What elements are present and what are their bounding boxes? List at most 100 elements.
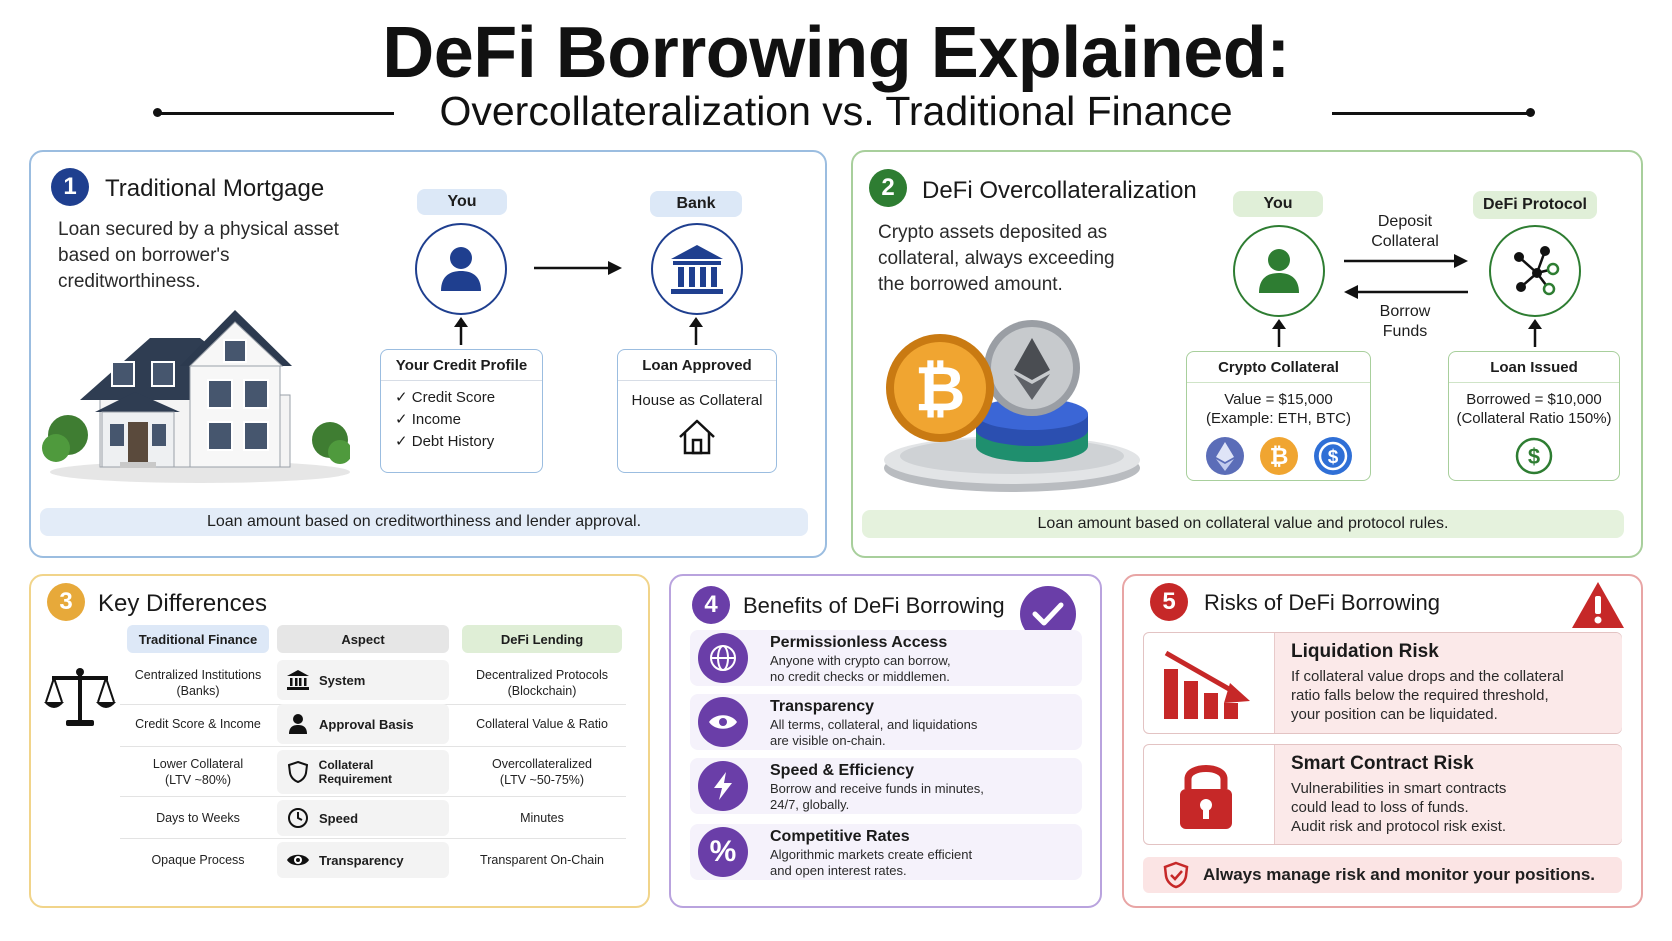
- risk-banner-text: Always manage risk and monitor your posi…: [1203, 865, 1596, 884]
- defi-protocol-node: [1489, 225, 1581, 317]
- risk-title: Smart Contract Risk: [1291, 753, 1474, 774]
- credit-item: ✓ Debt History: [395, 433, 495, 450]
- padlock-icon: [1180, 765, 1232, 829]
- section-number-4: 4: [692, 586, 730, 624]
- risks-title: Risks of DeFi Borrowing: [1204, 590, 1440, 615]
- arrow-up-icon: [454, 317, 468, 345]
- key-differences-title: Key Differences: [98, 590, 267, 617]
- crypto-coins-illustration: ₿: [884, 320, 1140, 492]
- bank-icon: [671, 245, 723, 294]
- arrow-right-icon: [1344, 254, 1468, 268]
- crypto-collateral-box: Crypto Collateral Value = $15,000 (Examp…: [1186, 351, 1371, 481]
- warning-icon: [1572, 582, 1624, 628]
- risk-text: If collateral value drops and the collat…: [1291, 668, 1564, 723]
- traditional-you-label: You: [417, 189, 507, 215]
- svg-text:$: $: [1528, 444, 1540, 469]
- defi-description: Crypto assets deposited as collateral, a…: [878, 222, 1115, 295]
- table-cell-defi: Transparent On-Chain: [480, 853, 604, 867]
- shield-check-icon: [1163, 861, 1189, 889]
- benefit-item: Transparency All terms, collateral, and …: [690, 694, 1082, 750]
- table-row-aspect: System: [277, 660, 449, 700]
- house-icon: [679, 419, 715, 455]
- defi-you-node: [1233, 225, 1325, 317]
- collateral-ratio-line: (Collateral Ratio 150%): [1456, 410, 1612, 427]
- benefit-title: Permissionless Access: [770, 634, 948, 651]
- benefit-title: Competitive Rates: [770, 828, 910, 845]
- table-header-traditional: Traditional Finance: [127, 625, 269, 653]
- credit-item: ✓ Income: [395, 411, 461, 428]
- benefit-item: % Competitive Rates Algorithmic markets …: [690, 824, 1082, 880]
- usd-coin-icon: $: [1313, 437, 1352, 475]
- benefit-title: Speed & Efficiency: [770, 762, 915, 779]
- person-icon: [1259, 249, 1299, 293]
- arrow-right-icon: [534, 261, 622, 275]
- person-icon: [441, 247, 481, 291]
- bank-label: Bank: [650, 191, 742, 217]
- row-divider: [120, 838, 626, 839]
- table-row-aspect: Speed: [277, 800, 449, 836]
- shield-icon: [287, 761, 308, 783]
- defi-overcollateralization-title: DeFi Overcollateralization: [922, 177, 1197, 204]
- borrow-funds-label: Borrow Funds: [1379, 303, 1431, 340]
- section-number-5: 5: [1150, 583, 1188, 621]
- left-rule-dot: [153, 108, 162, 117]
- bitcoin-icon: ₿: [1259, 437, 1298, 475]
- table-cell-traditional: Opaque Process: [151, 853, 245, 867]
- traditional-description: Loan secured by a physical asset based o…: [58, 219, 339, 292]
- borrowed-amount-line: Borrowed = $10,000: [1466, 391, 1602, 408]
- benefit-text: Borrow and receive funds in minutes,24/7…: [770, 781, 984, 812]
- globe-icon: [698, 633, 748, 683]
- eye-icon: [287, 854, 309, 866]
- table-cell-traditional: Lower Collateral(LTV ~80%): [152, 757, 244, 787]
- right-rule-dot: [1526, 108, 1535, 117]
- loan-issued-box: Loan Issued Borrowed = $10,000 (Collater…: [1448, 351, 1620, 481]
- table-cell-defi: Overcollateralized(LTV ~50-75%): [491, 757, 593, 787]
- row-divider: [120, 796, 626, 797]
- percent-icon: %: [698, 827, 748, 877]
- eye-icon: [698, 697, 748, 747]
- page-subtitle: Overcollateralization vs. Traditional Fi…: [439, 88, 1233, 134]
- section-number-2: 2: [869, 169, 907, 207]
- loan-issued-title: Loan Issued: [1449, 352, 1619, 383]
- benefit-item: Speed & Efficiency Borrow and receive fu…: [690, 758, 1082, 814]
- table-header-aspect: Aspect: [277, 625, 449, 653]
- ethereum-icon: [1205, 437, 1244, 475]
- table-cell-traditional: Centralized Institutions(Banks): [134, 668, 262, 698]
- crypto-collateral-title: Crypto Collateral: [1187, 352, 1370, 383]
- traditional-you-node: [415, 223, 507, 315]
- deposit-collateral-label: Deposit Collateral: [1371, 213, 1439, 250]
- collateral-value-line: Value = $15,000: [1224, 391, 1333, 408]
- credit-profile-box: Your Credit Profile ✓ Credit Score ✓ Inc…: [380, 349, 543, 473]
- traditional-banner: Loan amount based on creditworthiness an…: [40, 508, 808, 536]
- loan-approved-box: Loan Approved House as Collateral: [617, 349, 777, 473]
- benefit-item: Permissionless Access Anyone with crypto…: [690, 630, 1082, 686]
- lightning-icon: [698, 761, 748, 811]
- svg-text:₿: ₿: [1269, 443, 1288, 469]
- svg-text:$: $: [1327, 447, 1338, 468]
- bank-icon: [287, 670, 309, 690]
- risks-panel: [1122, 574, 1643, 908]
- table-cell-defi: Collateral Value & Ratio: [476, 717, 608, 731]
- left-rule: [158, 112, 394, 115]
- arrow-up-icon: [1272, 319, 1286, 347]
- risk-item: Liquidation Risk If collateral value dro…: [1143, 632, 1622, 734]
- scales-icon: [44, 668, 116, 726]
- section-number-1: 1: [51, 168, 89, 206]
- benefit-title: Transparency: [770, 698, 875, 715]
- right-rule: [1332, 112, 1530, 115]
- collateral-example-line: (Example: ETH, BTC): [1205, 410, 1352, 427]
- arrow-left-icon: [1344, 285, 1468, 299]
- defi-you-label: You: [1233, 191, 1323, 217]
- credit-profile-title: Your Credit Profile: [381, 350, 542, 381]
- falling-chart-icon: [1164, 650, 1250, 719]
- risk-title: Liquidation Risk: [1291, 641, 1439, 662]
- table-cell-defi: Minutes: [520, 811, 564, 825]
- loan-approved-text: House as Collateral: [631, 392, 763, 409]
- traditional-mortgage-title: Traditional Mortgage: [105, 175, 325, 202]
- table-header-defi: DeFi Lending: [462, 625, 622, 653]
- bank-node: [651, 223, 743, 315]
- risk-banner: Always manage risk and monitor your posi…: [1143, 857, 1622, 893]
